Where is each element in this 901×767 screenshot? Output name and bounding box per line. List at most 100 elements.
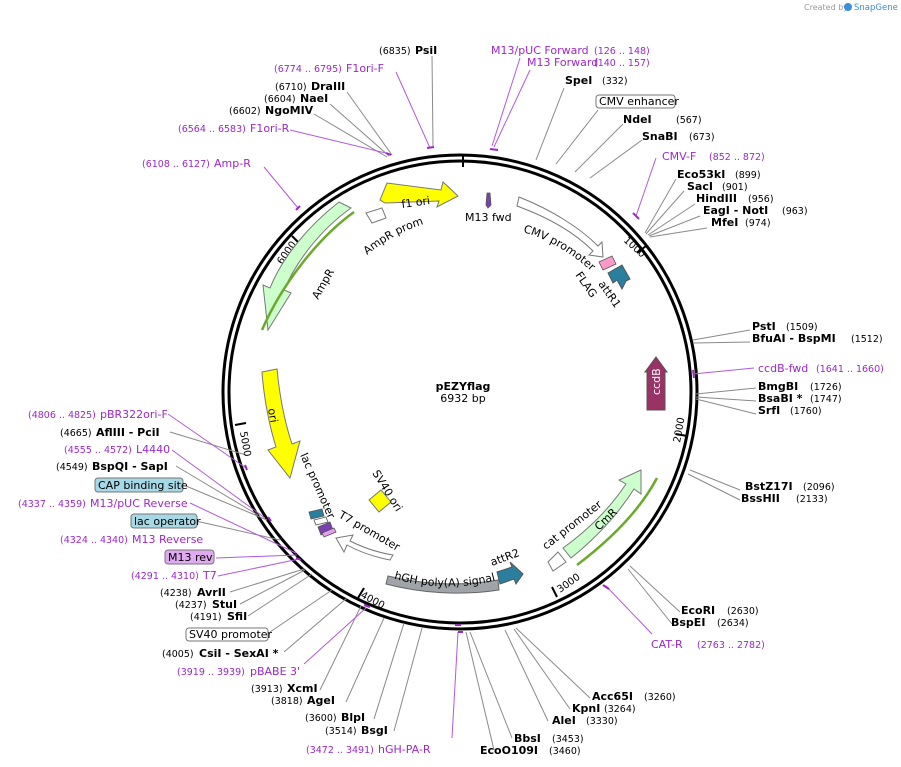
site-pos: (567) <box>676 115 702 126</box>
site-name: NdeI <box>623 113 652 126</box>
leader-lines <box>169 55 757 751</box>
primer-name: hGH-PA-R <box>378 743 431 756</box>
t7-promoter-arrow <box>335 534 394 561</box>
site-name: BmgBI <box>758 380 798 393</box>
site-name: BsgI <box>361 724 388 737</box>
cmr-arrow <box>562 469 642 559</box>
credit-prefix: Created by <box>804 3 848 12</box>
flag-block <box>598 255 617 271</box>
site-pos: (3453) <box>552 734 584 745</box>
site-pos: (1747) <box>810 394 842 405</box>
site-name: EcoO109I <box>480 744 538 757</box>
primer-pos: (2763 .. 2782) <box>697 640 765 651</box>
cap-binding-site-box <box>94 477 184 493</box>
site-pos: (4665) <box>60 428 92 439</box>
site-name: Acc65I <box>592 690 633 703</box>
site-pos: (963) <box>782 206 808 217</box>
snapgene-logo-icon <box>844 3 852 11</box>
site-name: PstI <box>752 320 776 333</box>
primer-pos: (140 .. 157) <box>594 58 650 69</box>
site-pos: (673) <box>689 132 715 143</box>
attr2-label: attR2 <box>489 546 522 568</box>
primer-pos: (6108 .. 6127) <box>142 159 210 170</box>
lac-promoter-block <box>313 516 329 526</box>
primer-pos: (3472 .. 3491) <box>306 745 374 756</box>
m13-rev-block <box>321 527 337 538</box>
site-name: BbsI <box>514 732 541 745</box>
site-name: PsiI <box>415 44 437 57</box>
cat-promoter-arrow <box>547 551 567 572</box>
primer-name: Amp-R <box>214 157 251 170</box>
site-name: SacI <box>687 180 713 193</box>
site-pos: (3514) <box>325 726 357 737</box>
site-pos: (1760) <box>790 406 822 417</box>
site-name: M13 rev <box>168 551 213 564</box>
sv40-promoter-box <box>185 627 269 642</box>
site-name: SrfI <box>758 404 780 417</box>
site-name: SpeI <box>565 74 592 87</box>
site-name: CMV enhancer <box>599 95 679 108</box>
site-name: StuI <box>212 598 237 611</box>
site-name: AleI <box>552 714 576 727</box>
site-pos: (901) <box>722 182 748 193</box>
site-pos: (956) <box>748 194 774 205</box>
tick-labels: 1000 2000 3000 4000 5000 6000 <box>237 235 687 612</box>
cmv-promoter-arrow <box>516 196 604 258</box>
site-pos: (1512) <box>851 334 883 345</box>
site-pos: (6604) <box>264 94 296 105</box>
site-labels: (6835) PsiI (6710) DraIII (6604) NaeI (6… <box>56 44 883 757</box>
m13-rev-box <box>164 549 215 565</box>
tick-2000: 2000 <box>672 417 687 444</box>
site-name: BssHII <box>741 492 780 505</box>
cmv-promoter-label: CMV promoter <box>522 222 598 273</box>
site-pos: (4237) <box>175 600 207 611</box>
site-pos: (3460) <box>549 746 581 757</box>
site-pos: (1726) <box>810 382 842 393</box>
site-pos: (2634) <box>717 618 749 629</box>
site-name: BspQI - SapI <box>92 460 168 473</box>
cap-binding-block <box>308 508 325 520</box>
site-pos: (2630) <box>727 606 759 617</box>
site-name: BsaBI * <box>758 392 803 405</box>
primer-name: M13 Reverse <box>132 533 203 546</box>
lac-operator-box <box>130 513 198 529</box>
credit-brand: SnapGene <box>854 3 898 13</box>
primer-name: F1ori-R <box>250 122 290 135</box>
site-pos: (2133) <box>796 494 828 505</box>
site-pos: (6710) <box>275 82 307 93</box>
ori-arrow <box>261 368 301 480</box>
site-pos: (6835) <box>379 46 411 57</box>
ori-label: ori <box>265 407 280 423</box>
sv40-ori-box <box>368 489 392 513</box>
site-name: BlpI <box>341 711 365 724</box>
site-pos: (974) <box>745 218 771 229</box>
primer-markers <box>244 146 695 633</box>
ccdb-arrow <box>644 356 668 411</box>
ampr-label: AmpR <box>309 266 337 301</box>
backbone <box>221 153 699 631</box>
site-pos: (4238) <box>160 588 192 599</box>
site-name: SnaBI <box>642 130 678 143</box>
site-name: MfeI <box>711 216 738 229</box>
tick-marks <box>234 155 688 599</box>
site-name: CsiI - SexAI * <box>199 647 279 660</box>
m13-fwd-label: M13 fwd <box>465 211 512 224</box>
f1-ori-label: f1 ori <box>401 194 431 211</box>
site-name: SfiI <box>227 610 247 623</box>
ccdb-label: ccdB <box>650 368 663 395</box>
site-pos: (332) <box>602 76 628 87</box>
primer-name: M13/pUC Reverse <box>90 497 188 510</box>
primer-pos: (3919 .. 3939) <box>177 667 245 678</box>
f1-ori-arrow <box>379 181 459 209</box>
site-name: AflIII - PciI <box>96 426 160 439</box>
primer-pos: (6774 .. 6795) <box>274 64 342 75</box>
site-name: Eco53kI <box>677 168 725 181</box>
site-name: EagI - NotI <box>703 204 768 217</box>
primer-pos: (4337 .. 4359) <box>18 499 86 510</box>
tick-5000: 5000 <box>237 431 252 458</box>
cmr-cds-line <box>576 477 659 566</box>
site-pos: (1509) <box>786 322 818 333</box>
site-pos: (4191) <box>190 612 222 623</box>
site-pos: (3818) <box>271 696 303 707</box>
primer-pos: (6564 .. 6583) <box>178 124 246 135</box>
